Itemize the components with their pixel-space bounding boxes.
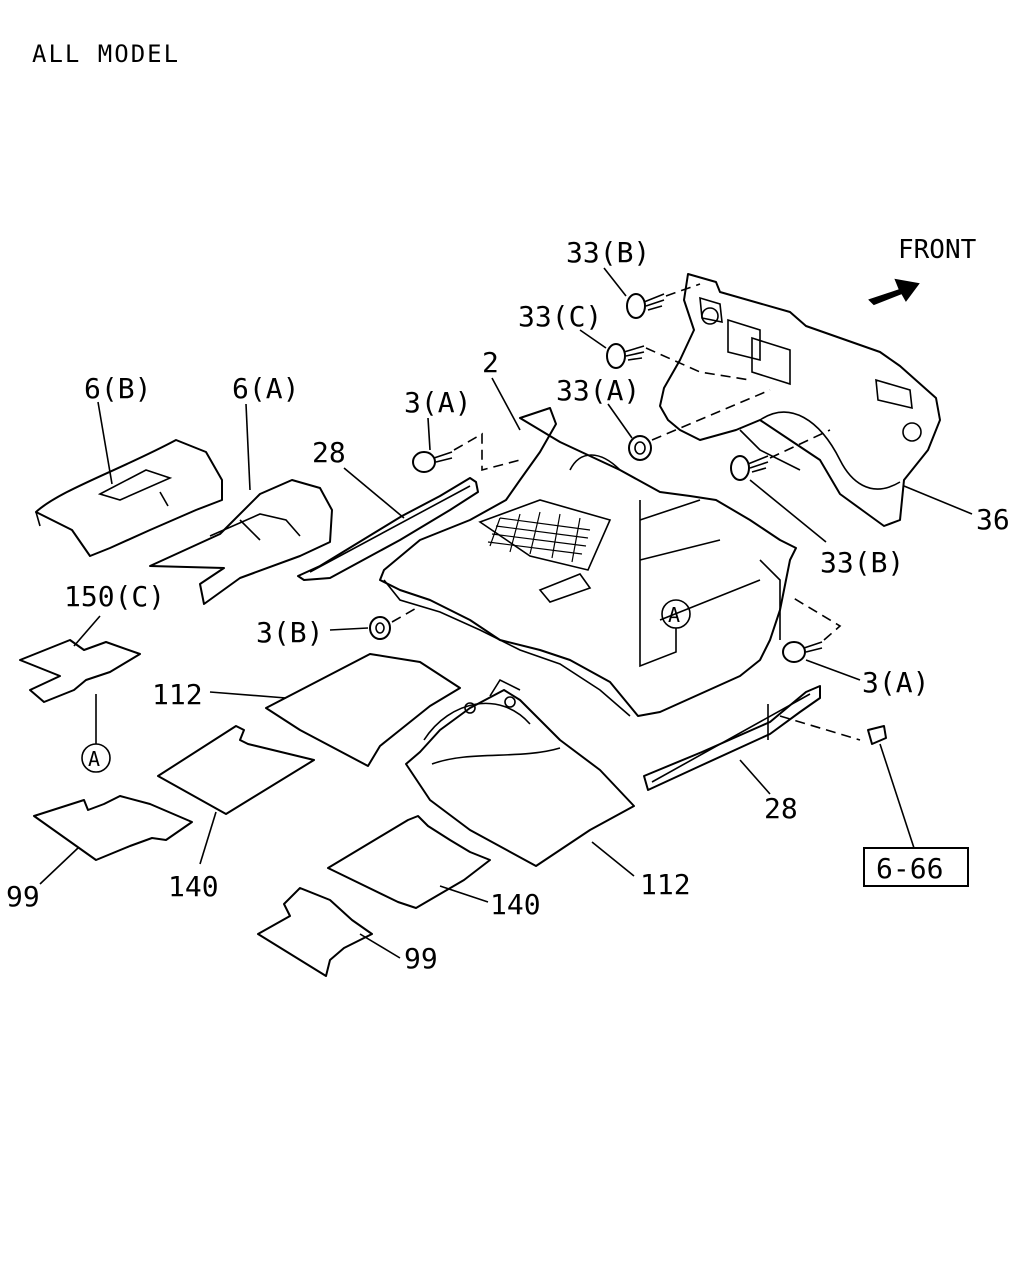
part-33a-nut[interactable] [628, 435, 652, 461]
reference-box-6-66[interactable]: 6-66 [863, 847, 969, 887]
part-112-insulator-right[interactable] [405, 678, 635, 867]
callout-36: 36 [976, 503, 1010, 536]
part-150c-mat[interactable] [19, 639, 141, 703]
part-3b-nut[interactable] [369, 616, 391, 640]
part-2-floor-carpet[interactable] [379, 407, 797, 717]
callout-33b-right: 33(B) [820, 546, 904, 579]
reference-box-label: 6-66 [876, 852, 943, 885]
callout-112-left: 112 [152, 678, 203, 711]
callout-28-top: 28 [312, 436, 346, 469]
part-36-rear-panel[interactable] [659, 273, 941, 527]
front-arrow-icon [868, 278, 920, 306]
part-3a-clip-top[interactable] [412, 451, 453, 473]
callout-33a: 33(A) [556, 374, 640, 407]
callout-6a: 6(A) [232, 372, 299, 405]
callout-33c: 33(C) [518, 300, 602, 333]
part-99-mat-left[interactable] [33, 795, 193, 861]
callout-99-right: 99 [404, 942, 438, 975]
callout-150c: 150(C) [64, 580, 165, 613]
ref-marker-a-mat: A [81, 743, 111, 773]
part-6a-console-cover[interactable] [149, 479, 333, 605]
part-33c-clip[interactable] [606, 343, 645, 369]
callout-33b-top: 33(B) [566, 236, 650, 269]
callout-2: 2 [482, 346, 499, 379]
callout-99-left: 99 [6, 880, 40, 913]
part-140-pad-left[interactable] [157, 725, 315, 815]
callout-112-right: 112 [640, 868, 691, 901]
svg-text:A: A [668, 603, 680, 627]
part-28-sill-plate-left[interactable] [297, 477, 479, 581]
part-28-sill-plate-right[interactable] [643, 685, 821, 791]
callout-28-bottom: 28 [764, 792, 798, 825]
part-140-pad-right[interactable] [327, 815, 491, 909]
callout-6b: 6(B) [84, 372, 151, 405]
diagram-title: ALL MODEL [32, 40, 180, 68]
part-99-mat-right[interactable] [257, 887, 373, 977]
part-6b-console-cover[interactable] [35, 439, 223, 557]
part-clip-small[interactable] [867, 725, 887, 745]
callout-3b: 3(B) [256, 616, 323, 649]
part-3a-clip-right[interactable] [782, 641, 823, 663]
part-33b-clip-top[interactable] [626, 293, 665, 319]
callout-140-left: 140 [168, 870, 219, 903]
part-33b-clip-right[interactable] [730, 455, 769, 481]
svg-text:A: A [88, 747, 100, 771]
front-label: FRONT [898, 235, 977, 265]
callout-140-right: 140 [490, 888, 541, 921]
callout-3a-top: 3(A) [404, 386, 471, 419]
callout-3a-right: 3(A) [862, 666, 929, 699]
part-112-insulator-left[interactable] [265, 653, 461, 767]
